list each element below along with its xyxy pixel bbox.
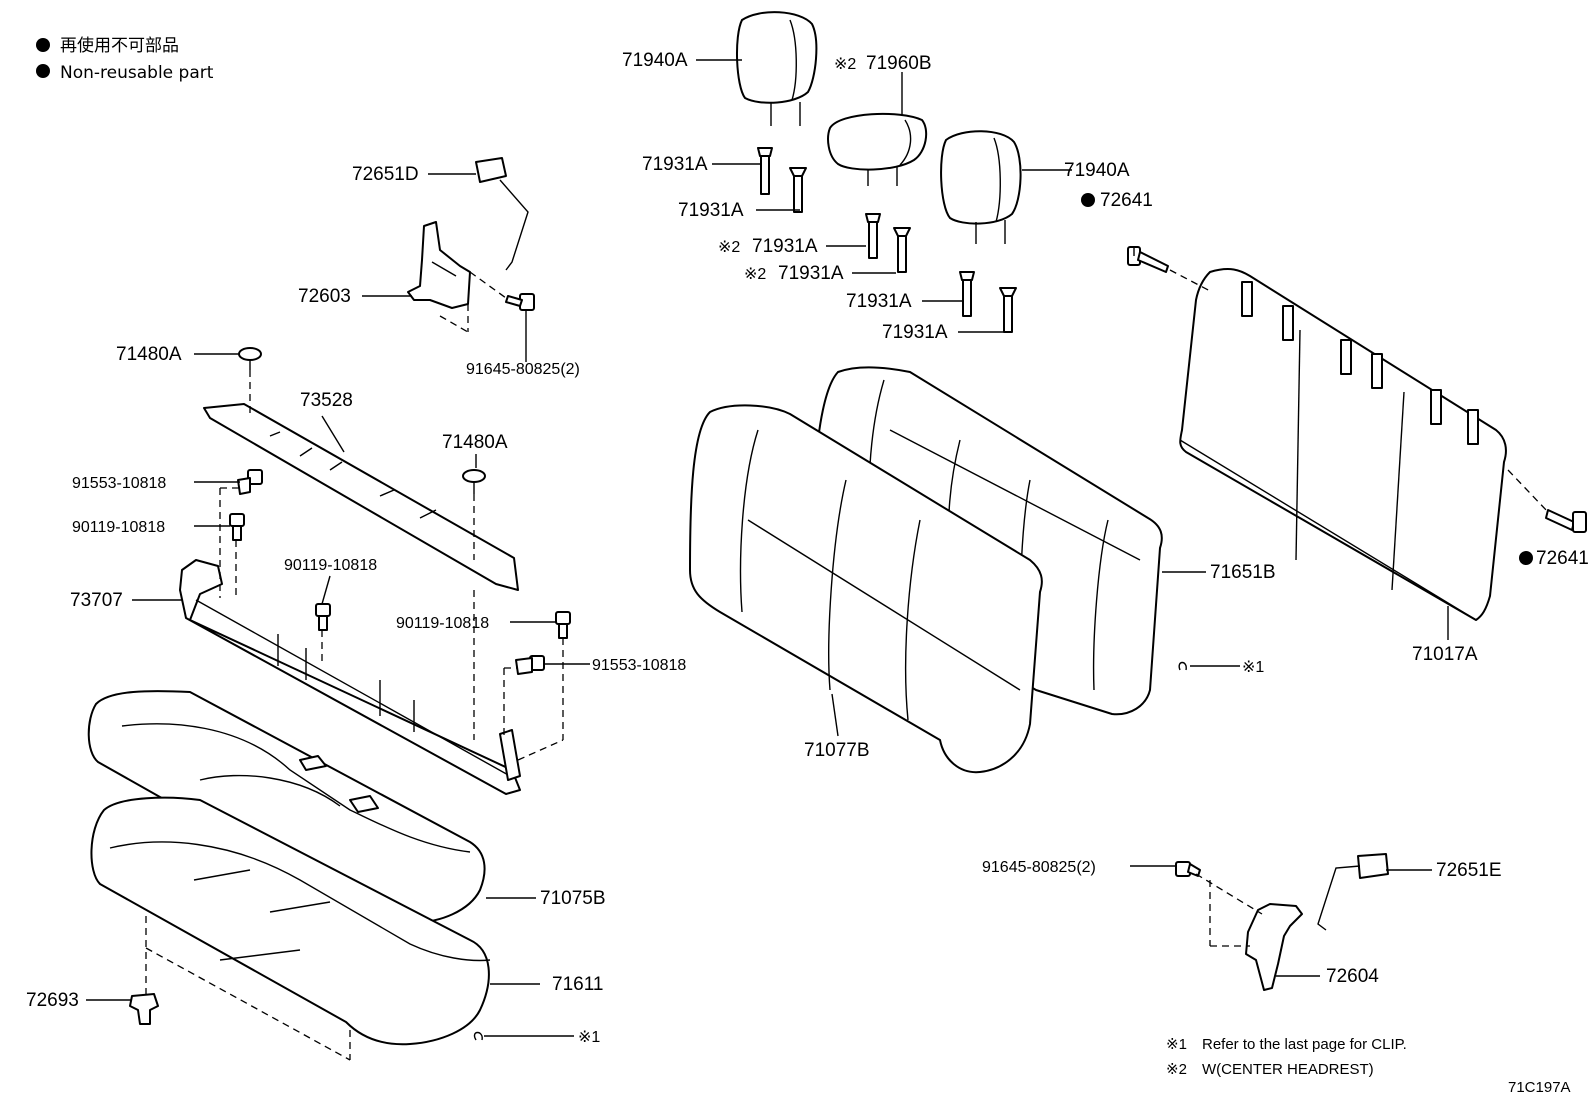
anchor-bracket-72603 <box>407 221 471 309</box>
non-reusable-dot-icon <box>1519 551 1533 565</box>
label-73528: 73528 <box>300 390 353 411</box>
label-90119-left: 90119-10818 <box>72 519 165 536</box>
headrest-supports <box>757 147 1017 333</box>
footnotes: ※1 Refer to the last page for CLIP. ※2 W… <box>1166 1036 1571 1096</box>
label-72603: 72603 <box>298 286 351 307</box>
label-clip-mark-bottom: ※1 <box>578 1029 600 1046</box>
anchor-bracket-72604 <box>1245 903 1303 991</box>
clip-71480A-left <box>238 347 262 370</box>
label-72693: 72693 <box>26 990 79 1011</box>
label-72651E: 72651E <box>1436 860 1502 881</box>
note1-mark: ※1 <box>1166 1036 1187 1053</box>
non-reusable-dot-icon <box>36 38 50 52</box>
label-72604: 72604 <box>1326 966 1379 987</box>
label-71940A-left: 71940A <box>622 50 688 71</box>
label-91645-top: 91645-80825(2) <box>466 361 580 378</box>
bolt-91645-top <box>505 293 535 311</box>
anchor-cover-72651D <box>475 157 529 271</box>
headrest-guide-sleeves <box>1241 281 1479 445</box>
label-71931A-3-mark: ※2 <box>718 239 740 256</box>
figure-id: 71C197A <box>1508 1079 1571 1096</box>
label-72641-top: 72641 <box>1100 190 1153 211</box>
clip-loop-icon <box>473 1031 483 1041</box>
non-reusable-dot-icon <box>1081 193 1095 207</box>
legend-jp: 再使用不可部品 <box>60 35 179 56</box>
legend: 再使用不可部品 Non-reusable part <box>36 35 214 83</box>
clip-72693 <box>129 993 159 1025</box>
note2-text: W(CENTER HEADREST) <box>1202 1061 1374 1078</box>
label-71960B: 71960B <box>866 53 932 74</box>
bolt-91553-right <box>515 655 545 675</box>
label-90119-mid: 90119-10818 <box>284 557 377 574</box>
label-71017A: 71017A <box>1412 644 1478 665</box>
label-71931A-5: 71931A <box>846 291 912 312</box>
label-71931A-3: 71931A <box>752 236 818 257</box>
label-91553-left: 91553-10818 <box>72 475 166 492</box>
label-71931A-2: 71931A <box>678 200 744 221</box>
non-reusable-dot-icon <box>36 64 50 78</box>
clip-71480A-mid <box>462 469 486 494</box>
label-71480A-mid: 71480A <box>442 432 508 453</box>
label-71651B: 71651B <box>1210 562 1276 583</box>
label-71931A-4-mark: ※2 <box>744 266 766 283</box>
label-71931A-6: 71931A <box>882 322 948 343</box>
headrest-right <box>940 130 1022 244</box>
cushion-cover-71075B <box>87 690 486 924</box>
label-91645-bottom: 91645-80825(2) <box>982 859 1096 876</box>
part-labels: 71940A ※2 71960B 71940A 72641 72641 7193… <box>26 50 1589 1046</box>
label-73707: 73707 <box>70 590 123 611</box>
label-91553-right: 91553-10818 <box>592 657 686 674</box>
cushion-pad-71611 <box>90 796 491 1046</box>
headrest-center <box>827 112 928 186</box>
cushion-frame-73707 <box>179 559 521 795</box>
label-71960B-mark: ※2 <box>834 56 856 73</box>
label-71611: 71611 <box>552 974 603 995</box>
label-71480A-left: 71480A <box>116 344 182 365</box>
headrest-left <box>736 11 818 126</box>
bolt-91553-left <box>237 469 263 495</box>
anchor-cover-72651E <box>1317 853 1389 931</box>
label-71931A-1: 71931A <box>642 154 708 175</box>
label-71077B: 71077B <box>804 740 870 761</box>
label-72641-right: 72641 <box>1536 548 1589 569</box>
clip-loop-icon <box>1178 661 1187 671</box>
cushion-plate-73528 <box>203 403 519 591</box>
legend-en: Non-reusable part <box>60 63 214 83</box>
label-71075B: 71075B <box>540 888 606 909</box>
leader-lines <box>86 59 1449 1037</box>
label-71940A-right: 71940A <box>1064 160 1130 181</box>
seatback-cover-71077B <box>689 404 1043 774</box>
note2-mark: ※2 <box>1166 1061 1187 1078</box>
bolt-72641-right <box>1545 509 1587 533</box>
note1-text: Refer to the last page for CLIP. <box>1202 1036 1407 1053</box>
label-90119-right: 90119-10818 <box>396 615 489 632</box>
label-72651D: 72651D <box>352 164 419 185</box>
label-clip-mark-right: ※1 <box>1242 659 1264 676</box>
seatback-frame <box>1179 268 1507 621</box>
label-71931A-4: 71931A <box>778 263 844 284</box>
bolt-90119-mid <box>315 603 331 631</box>
bolt-91645-bottom <box>1175 861 1201 877</box>
bolt-90119-left <box>229 513 245 541</box>
bolt-90119-right <box>555 611 571 639</box>
